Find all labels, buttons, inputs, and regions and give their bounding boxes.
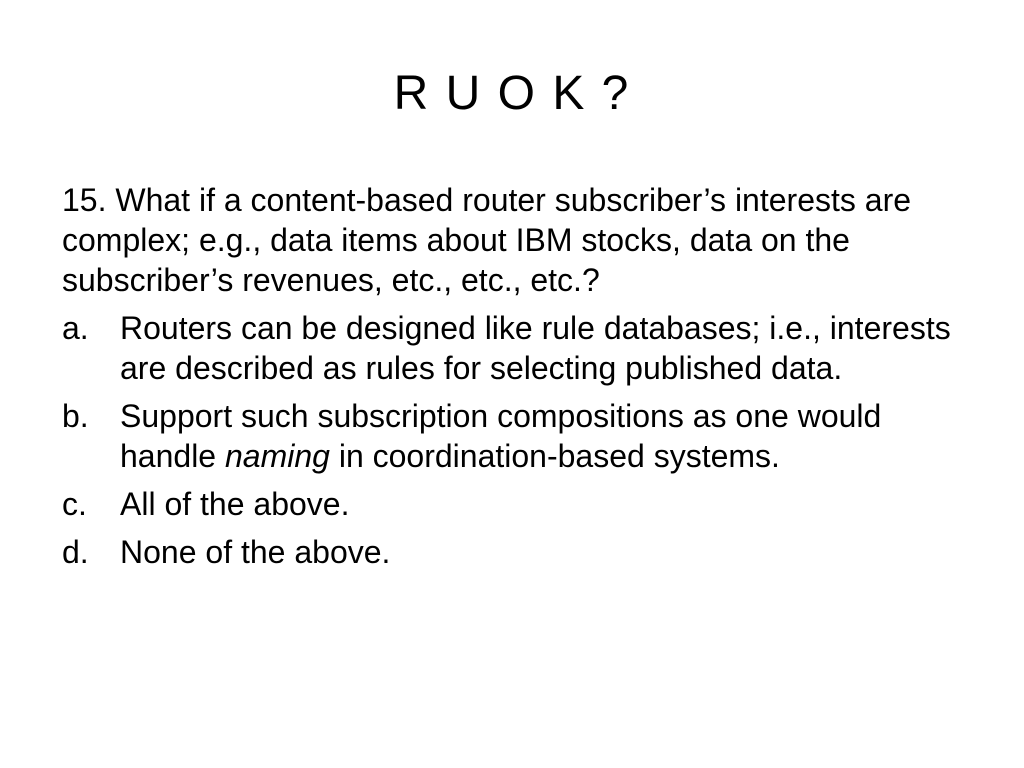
answer-option-d: d. None of the above. <box>62 532 962 572</box>
option-letter-d: d. <box>62 534 89 570</box>
option-letter-a: a. <box>62 310 89 346</box>
option-letter-c: c. <box>62 486 87 522</box>
answer-options-list: a. Routers can be designed like rule dat… <box>62 308 962 572</box>
question-text: 15. What if a content-based router subsc… <box>62 182 912 298</box>
answer-option-c: c. All of the above. <box>62 484 962 524</box>
option-text-d: None of the above. <box>120 534 391 570</box>
answer-option-b: b. Support such subscription composition… <box>62 396 962 476</box>
answer-option-a: a. Routers can be designed like rule dat… <box>62 308 962 388</box>
option-text-b-part1: Support such subscription compositions a… <box>120 398 882 474</box>
option-letter-b: b. <box>62 398 89 434</box>
slide-body: 15. What if a content-based router subsc… <box>62 180 962 580</box>
slide-title: R U O K ? <box>393 67 631 120</box>
option-text-b-emphasis: naming <box>224 438 330 474</box>
option-text-b-part2: in coordination-based systems. <box>329 438 780 474</box>
option-text-b: Support such subscription compositions a… <box>120 396 962 476</box>
option-text-c: All of the above. <box>120 486 350 522</box>
option-text-a: Routers can be designed like rule databa… <box>120 310 951 386</box>
